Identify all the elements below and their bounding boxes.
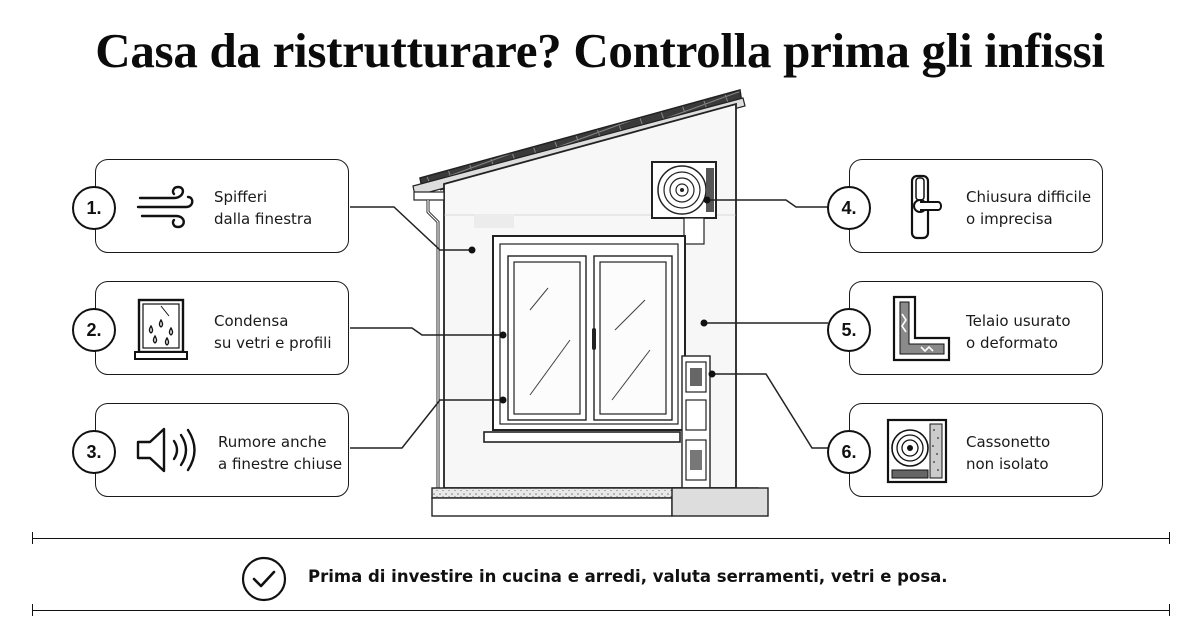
item-number-6: 6. xyxy=(827,430,871,474)
damaged-frame-icon xyxy=(892,295,951,362)
shutter-box-icon xyxy=(886,418,948,484)
wind-icon xyxy=(136,185,194,229)
footer-rule-top-cap-right xyxy=(1169,532,1170,544)
footer-rule-top-cap-left xyxy=(32,532,33,544)
footer-text: Prima di investire in cucina e arredi, v… xyxy=(308,567,948,586)
footer-rule-bottom-cap-left xyxy=(32,604,33,616)
item-label-5: Telaio usurato o deformato xyxy=(966,312,1071,352)
footer-rule-bottom-cap-right xyxy=(1169,604,1170,616)
page-title: Casa da ristrutturare? Controlla prima g… xyxy=(95,23,1105,78)
footer-rule-top xyxy=(32,538,1170,539)
item-number-2: 2. xyxy=(72,308,116,352)
item-label-2: Condensa su vetri e profili xyxy=(214,312,332,352)
item-card-1 xyxy=(95,159,349,253)
item-label-6: Cassonetto non isolato xyxy=(966,433,1051,473)
item-number-4: 4. xyxy=(827,186,871,230)
condensation-window-icon xyxy=(134,298,188,360)
item-card-5 xyxy=(849,281,1103,375)
item-number-3: 3. xyxy=(72,430,116,474)
item-label-1: Spifferi dalla finestra xyxy=(214,188,313,228)
window-sill xyxy=(483,431,681,443)
item-label-3: Rumore anche a finestre chiuse xyxy=(218,433,343,473)
footer-rule-bottom xyxy=(32,610,1170,611)
item-number-1: 1. xyxy=(72,186,116,230)
speaker-noise-icon xyxy=(136,427,196,473)
item-label-4: Chiusura difficile o imprecisa xyxy=(966,188,1092,228)
check-circle-icon xyxy=(241,556,287,602)
item-number-5: 5. xyxy=(827,308,871,352)
item-card-4 xyxy=(849,159,1103,253)
window-handle-icon xyxy=(910,174,942,240)
